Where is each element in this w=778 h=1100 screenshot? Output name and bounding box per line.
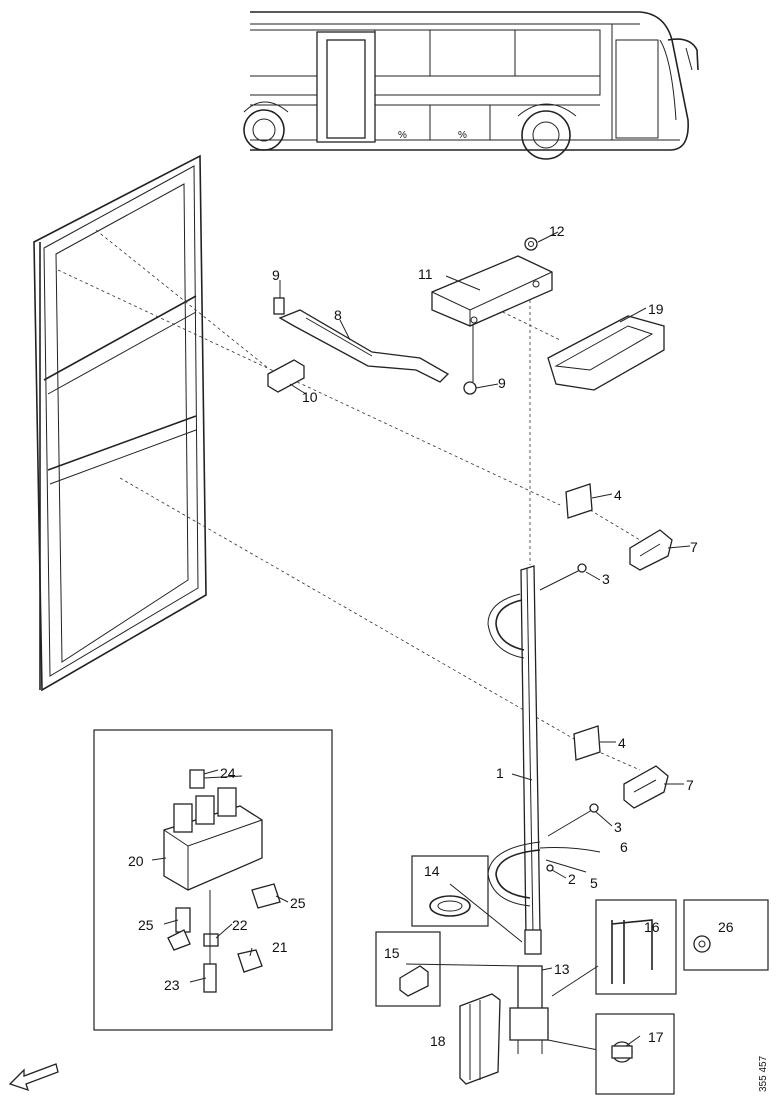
callout-1: 1 xyxy=(496,765,504,781)
arrow-icon xyxy=(8,1063,59,1092)
bolt-part-2 xyxy=(546,864,554,872)
bolt-part-3a xyxy=(577,563,587,573)
callout-8: 8 xyxy=(334,307,342,323)
bracket-part-4b xyxy=(573,725,601,761)
callout-2: 2 xyxy=(568,871,576,887)
callout-3b: 3 xyxy=(614,819,622,835)
valve-inset xyxy=(93,729,333,1031)
fitting-part-22 xyxy=(203,933,219,947)
bus-illustration: % % xyxy=(243,11,699,160)
arm-part-8 xyxy=(278,309,450,383)
callout-22: 22 xyxy=(232,917,248,933)
fitting-part-21 xyxy=(237,949,263,973)
callout-13: 13 xyxy=(554,961,570,977)
callout-24: 24 xyxy=(220,765,236,781)
callout-4a: 4 xyxy=(614,487,622,503)
door-frame xyxy=(33,154,207,692)
callout-3a: 3 xyxy=(602,571,610,587)
callout-7a: 7 xyxy=(690,539,698,555)
leader-lines xyxy=(151,231,691,1047)
callout-21: 21 xyxy=(272,939,288,955)
callout-18: 18 xyxy=(430,1033,446,1049)
callout-7b: 7 xyxy=(686,777,694,793)
upper-mechanism xyxy=(267,237,665,395)
nut-part-12 xyxy=(524,237,538,251)
bracket-part-10 xyxy=(267,359,305,393)
callout-25a: 25 xyxy=(138,917,154,933)
callout-10: 10 xyxy=(302,389,318,405)
callout-19: 19 xyxy=(648,301,664,317)
callout-15: 15 xyxy=(384,945,400,961)
callout-6: 6 xyxy=(620,839,628,855)
callout-5: 5 xyxy=(590,875,598,891)
cylinder-part-13 xyxy=(517,965,543,1013)
bracket-part-7b xyxy=(623,765,669,809)
cover-part-19 xyxy=(547,315,665,391)
mounting-brackets xyxy=(565,483,673,809)
bus-mark-2: % xyxy=(458,130,467,141)
drawing-code: 355 457 xyxy=(758,1055,769,1092)
callout-11: 11 xyxy=(418,266,433,282)
fitting-part-25a xyxy=(175,907,191,933)
inset-part-17 xyxy=(595,1013,675,1095)
inset-part-14 xyxy=(411,855,489,927)
bracket-part-4a xyxy=(565,483,593,519)
fitting-part-25b xyxy=(251,883,281,909)
callout-4b: 4 xyxy=(618,735,626,751)
callout-9b: 9 xyxy=(498,375,506,391)
bracket-part-7a xyxy=(629,529,673,571)
bracket-part-11 xyxy=(431,255,553,327)
detail-insets xyxy=(375,855,769,1095)
fitting-part-24 xyxy=(189,769,205,789)
bolt-part-3b xyxy=(589,803,599,813)
assembly-lines xyxy=(57,229,641,771)
callout-23: 23 xyxy=(164,977,180,993)
callout-12: 12 xyxy=(549,223,565,239)
callout-20: 20 xyxy=(128,853,144,869)
callout-16: 16 xyxy=(644,919,660,935)
shaft-assembly xyxy=(487,563,601,1054)
callout-26: 26 xyxy=(718,919,734,935)
bolt-part-9b xyxy=(463,381,477,395)
callout-9a: 9 xyxy=(272,267,280,283)
callouts: 12 11 19 9 8 9 10 4 7 3 4 7 1 3 6 2 5 14… xyxy=(128,223,734,1049)
bolt-part-9a xyxy=(273,297,285,315)
bus-mark-1: % xyxy=(398,130,407,141)
callout-14: 14 xyxy=(424,863,440,879)
inset-part-16 xyxy=(595,899,677,995)
callout-25b: 25 xyxy=(290,895,306,911)
inset-part-26 xyxy=(683,899,769,971)
callout-17: 17 xyxy=(648,1029,664,1045)
